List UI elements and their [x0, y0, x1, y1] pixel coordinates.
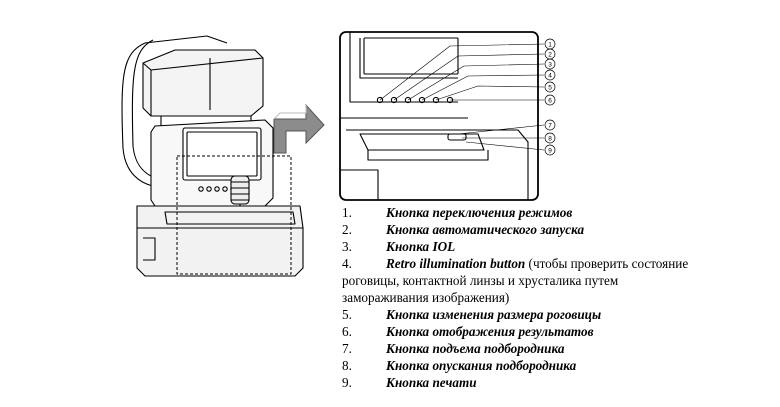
callout-6: 6	[548, 97, 552, 104]
legend-item: 3. Кнопка IOL	[342, 239, 456, 254]
legend-item: 7. Кнопка подъема подбородника	[342, 341, 565, 356]
legend-item: 4. Retro illumination button (чтобы пров…	[342, 256, 689, 305]
legend-item: 6. Кнопка отображения результатов	[342, 324, 594, 339]
callout-4: 4	[548, 72, 552, 79]
callout-5: 5	[548, 84, 552, 91]
legend-item: 5. Кнопка изменения размера роговицы	[342, 307, 602, 322]
panel-detail-illustration: 1 2 3 4 5 6 7 8 9	[339, 31, 556, 201]
legend-item: 2. Кнопка автоматического запуска	[342, 222, 585, 237]
legend-item: 9. Кнопка печати	[342, 375, 477, 390]
legend-item: 1. Кнопка переключения режимов	[342, 205, 573, 220]
device-overview-illustration	[121, 35, 304, 277]
callout-9: 9	[548, 147, 552, 154]
legend-list: 1. Кнопка переключения режимов 2. Кнопка…	[342, 204, 742, 391]
callout-3: 3	[548, 61, 552, 68]
callout-2: 2	[548, 51, 552, 58]
legend-item: 8. Кнопка опускания подбородника	[342, 358, 577, 373]
callout-1: 1	[548, 41, 552, 48]
callout-8: 8	[548, 135, 552, 142]
pointer-arrow-icon	[273, 103, 325, 154]
callout-7: 7	[548, 122, 552, 129]
